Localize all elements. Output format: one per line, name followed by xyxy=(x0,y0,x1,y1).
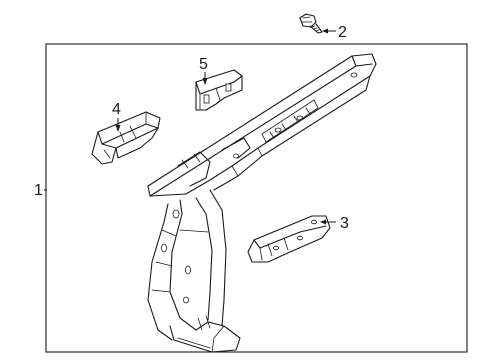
assembly-frame xyxy=(45,43,468,353)
callout-2[interactable]: 2 xyxy=(322,24,347,41)
callout-5[interactable]: 5 xyxy=(199,56,208,85)
callout-3-label: 3 xyxy=(340,215,349,232)
callout-4-label: 4 xyxy=(112,101,121,118)
bracket-part-4[interactable] xyxy=(91,111,161,165)
bolt-part[interactable] xyxy=(299,13,323,34)
bracket-part-5[interactable] xyxy=(195,69,243,111)
callout-3[interactable]: 3 xyxy=(320,215,349,232)
frame-rail-part[interactable] xyxy=(147,53,377,353)
callout-5-label: 5 xyxy=(199,56,208,73)
callout-1-label: 1 xyxy=(34,182,43,199)
callout-2-label: 2 xyxy=(338,24,347,41)
callout-4[interactable]: 4 xyxy=(112,101,121,132)
reinforcement-part-3[interactable] xyxy=(247,215,331,263)
callout-1[interactable]: 1 xyxy=(34,182,47,199)
